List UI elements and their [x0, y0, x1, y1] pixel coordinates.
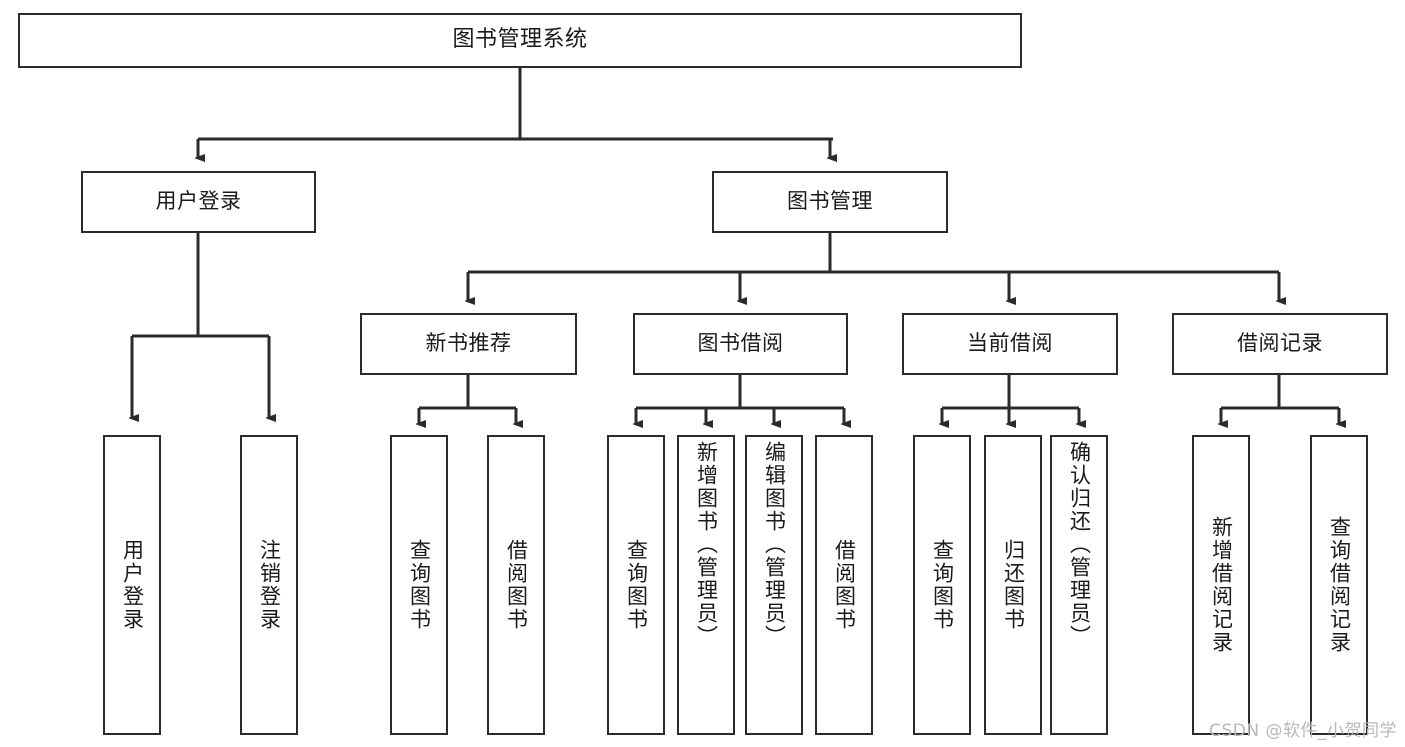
- leaf-user-login[interactable]: 用户登录: [103, 435, 161, 735]
- leaf-record-query-record-label: 查询借阅记录: [1327, 516, 1352, 654]
- node-book-management-label: 图书管理: [787, 189, 873, 214]
- node-borrow-record-label: 借阅记录: [1237, 331, 1323, 356]
- leaf-current-query-book-label: 查询图书: [930, 539, 955, 631]
- node-borrow-record[interactable]: 借阅记录: [1172, 313, 1388, 375]
- node-book-borrow-label: 图书借阅: [697, 331, 784, 356]
- leaf-record-add-record[interactable]: 新增借阅记录: [1192, 435, 1250, 735]
- node-root[interactable]: 图书管理系统: [18, 13, 1022, 68]
- leaf-user-logout-label: 注销登录: [257, 539, 282, 631]
- watermark: CSDN @软件_小贺同学: [1209, 721, 1397, 741]
- leaf-user-logout[interactable]: 注销登录: [240, 435, 298, 735]
- leaf-current-return-book-label: 归还图书: [1001, 539, 1026, 631]
- leaf-recommend-query-book[interactable]: 查询图书: [390, 435, 448, 735]
- leaf-recommend-borrow-book-label: 借阅图书: [504, 539, 529, 631]
- node-current-borrow-label: 当前借阅: [967, 331, 1053, 356]
- leaf-borrow-borrow-book[interactable]: 借阅图书: [815, 435, 873, 735]
- leaf-borrow-borrow-book-label: 借阅图书: [832, 539, 857, 631]
- leaf-user-login-label: 用户登录: [120, 539, 145, 631]
- leaf-current-return-book[interactable]: 归还图书: [984, 435, 1042, 735]
- leaf-current-confirm-return[interactable]: 确认归还（管理员）: [1050, 435, 1108, 735]
- node-new-book-recommend[interactable]: 新书推荐: [360, 313, 577, 375]
- leaf-borrow-add-book[interactable]: 新增图书（管理员）: [677, 435, 735, 735]
- leaf-record-add-record-label: 新增借阅记录: [1209, 516, 1234, 654]
- node-book-borrow[interactable]: 图书借阅: [633, 313, 848, 375]
- leaf-record-query-record[interactable]: 查询借阅记录: [1310, 435, 1368, 735]
- node-book-management[interactable]: 图书管理: [712, 171, 948, 233]
- node-current-borrow[interactable]: 当前借阅: [902, 313, 1118, 375]
- leaf-borrow-edit-book[interactable]: 编辑图书（管理员）: [745, 435, 803, 735]
- node-user-login-label: 用户登录: [155, 189, 242, 214]
- leaf-borrow-query-book[interactable]: 查询图书: [607, 435, 665, 735]
- leaf-borrow-add-book-label: 新增图书（管理员）: [694, 441, 719, 648]
- leaf-current-confirm-return-label: 确认归还（管理员）: [1067, 441, 1092, 648]
- leaf-borrow-edit-book-label: 编辑图书（管理员）: [762, 441, 787, 648]
- node-new-book-recommend-label: 新书推荐: [425, 331, 512, 356]
- node-user-login[interactable]: 用户登录: [81, 171, 316, 233]
- leaf-borrow-query-book-label: 查询图书: [624, 539, 649, 631]
- leaf-current-query-book[interactable]: 查询图书: [913, 435, 971, 735]
- leaf-recommend-borrow-book[interactable]: 借阅图书: [487, 435, 545, 735]
- node-root-label: 图书管理系统: [452, 27, 588, 53]
- leaf-recommend-query-book-label: 查询图书: [407, 539, 432, 631]
